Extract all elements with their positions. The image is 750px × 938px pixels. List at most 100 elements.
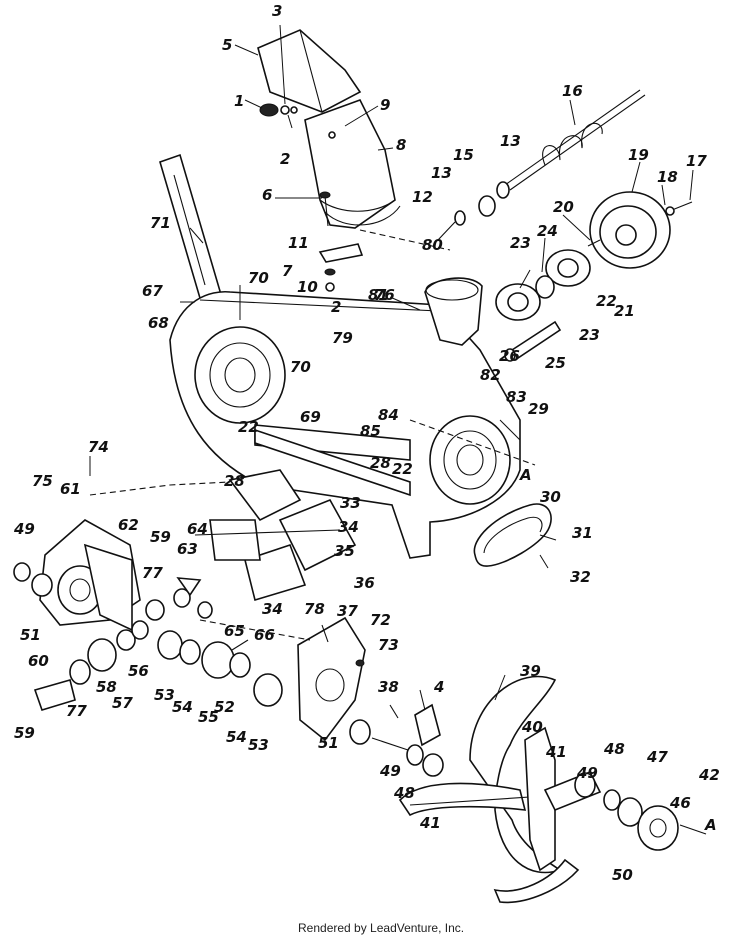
callout-label: 74	[88, 438, 109, 456]
callout-label: 11	[288, 234, 309, 252]
callout-label: 49	[379, 762, 401, 780]
callout-label: 48	[393, 784, 415, 802]
callout-label: 41	[545, 743, 567, 761]
callout-label: 16	[562, 82, 583, 100]
callout-label: 79	[332, 329, 353, 347]
callout-label: 13	[431, 164, 452, 182]
callout-label: 61	[60, 480, 81, 498]
callout-label: 50	[612, 866, 633, 884]
callout-label: 7	[282, 262, 293, 280]
credit-text: Rendered by LeadVenture, Inc.	[298, 921, 464, 935]
callout-label: 39	[520, 662, 541, 680]
callout-label: 10	[297, 278, 318, 296]
callout-label: 23	[510, 234, 531, 252]
callout-label: 52	[214, 698, 235, 716]
callout-label: 59	[150, 528, 171, 546]
chute-crank-knob	[259, 103, 298, 117]
callout-label: 17	[686, 152, 707, 170]
callout-label: 38	[378, 678, 399, 696]
callout-label: 28	[370, 454, 391, 472]
callout-label: 6	[262, 186, 272, 204]
chute-bolt	[319, 191, 331, 227]
callout-label: 21	[614, 302, 635, 320]
gear-case-right	[297, 616, 366, 742]
callout-label: 22	[238, 418, 259, 436]
shaft-spacers	[13, 562, 213, 621]
callout-label: 59	[14, 724, 35, 742]
idler-shaft	[504, 320, 562, 362]
callout-label: 82	[480, 366, 501, 384]
callout-label: 85	[360, 422, 381, 440]
auger-blade	[524, 726, 556, 872]
callout-label: 32	[570, 568, 591, 586]
callout-label: 28	[224, 472, 245, 490]
callout-label: 20	[553, 198, 574, 216]
callout-label: 2	[331, 298, 341, 316]
callout-label: 36	[354, 574, 375, 592]
callout-label: 66	[254, 626, 275, 644]
worm-gear	[33, 620, 149, 711]
callout-label: 30	[540, 488, 561, 506]
callout-label: 46	[669, 794, 691, 812]
callout-label: 64	[187, 520, 208, 538]
callout-label: 83	[506, 388, 527, 406]
auger-housing	[169, 290, 521, 559]
callout-label: 9	[380, 96, 390, 114]
gear-shaft-bearings	[157, 630, 283, 707]
callout-label: 72	[370, 611, 391, 629]
scraper-bar	[254, 428, 411, 497]
leader-lines	[89, 24, 694, 711]
callout-label: 49	[13, 520, 35, 538]
callout-label: A	[704, 816, 717, 834]
callout-label: 53	[248, 736, 269, 754]
callout-label: 48	[603, 740, 625, 758]
callout-label: 51	[318, 734, 339, 752]
callout-label: 3	[272, 2, 282, 20]
callout-label: 71	[150, 214, 171, 232]
callout-label: 56	[128, 662, 149, 680]
callout-label: 42	[698, 766, 720, 784]
callout-label: 55	[198, 708, 219, 726]
callout-label: 37	[337, 602, 358, 620]
callout-label: 70	[290, 358, 311, 376]
callout-label: 47	[646, 748, 668, 766]
belt-guard	[473, 503, 552, 567]
callout-label: 68	[148, 314, 169, 332]
reference-line-shaft	[199, 619, 311, 641]
washers-bushing	[437, 181, 510, 241]
callout-label: 54	[172, 698, 193, 716]
callout-label: 22	[596, 292, 617, 310]
callout-label: 51	[20, 626, 41, 644]
chute-adapter	[424, 277, 483, 346]
callout-label: 15	[453, 146, 474, 164]
callout-label: 19	[628, 146, 649, 164]
callout-label: 33	[340, 494, 361, 512]
impeller	[194, 469, 357, 602]
callout-label: 78	[304, 600, 325, 618]
callout-label: 81	[368, 286, 389, 304]
callout-label: 8	[396, 136, 406, 154]
callout-label: 63	[177, 540, 198, 558]
callout-label: 77	[142, 564, 163, 582]
callout-label: 35	[334, 542, 355, 560]
reference-line-chute	[359, 229, 451, 251]
reference-line-a	[409, 419, 536, 466]
callout-label: 67	[142, 282, 163, 300]
callout-label: 57	[112, 694, 133, 712]
chute-bracket	[318, 243, 364, 292]
discharge-chute	[304, 99, 401, 229]
callout-label: A	[519, 466, 532, 484]
callout-label: 18	[657, 168, 678, 186]
callout-label: 4	[433, 678, 444, 696]
callout-label: 40	[521, 718, 543, 736]
callout-label: 75	[32, 472, 53, 490]
callout-label: 29	[528, 400, 549, 418]
callout-label: 34	[338, 518, 359, 536]
auger-shaft-end	[543, 770, 707, 851]
callout-label: 60	[28, 652, 49, 670]
chute-crank-rod	[504, 89, 646, 191]
callout-label: 24	[537, 222, 558, 240]
reference-line-housing	[89, 481, 231, 496]
bearing-flanges	[495, 249, 591, 321]
